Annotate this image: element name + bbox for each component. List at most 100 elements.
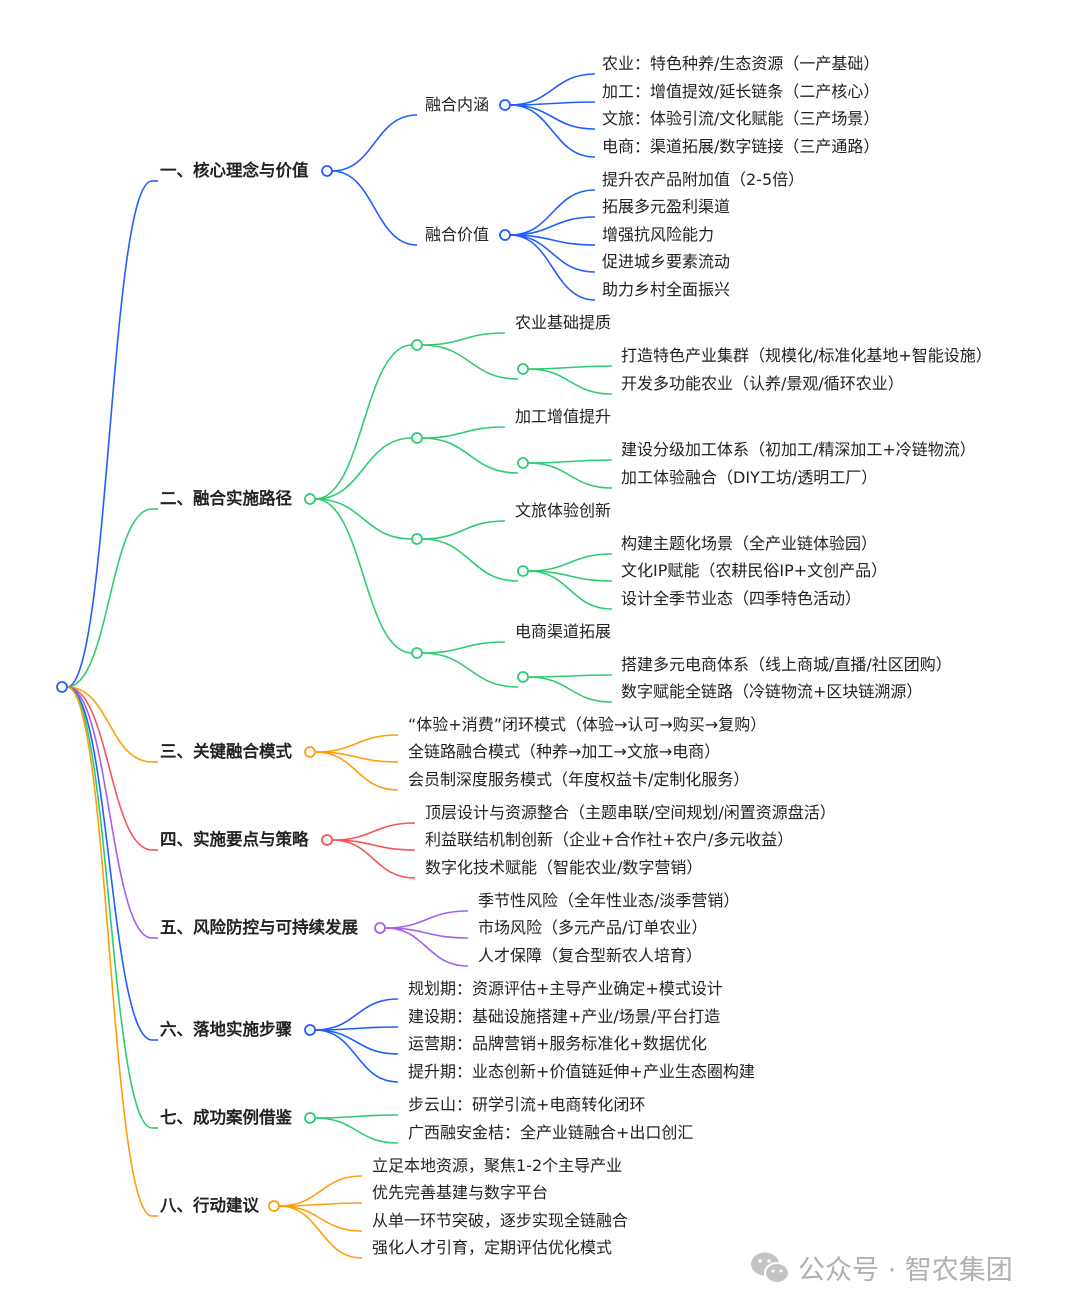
leaf-item: 数字赋能全链路（冷链物流+区块链溯源） <box>621 682 923 701</box>
branch-line <box>66 686 153 1129</box>
connector-line <box>314 1114 399 1119</box>
connector-line <box>314 998 399 1031</box>
connector-line <box>314 437 413 500</box>
subgroup-node[interactable] <box>517 457 529 469</box>
connector-line <box>421 426 506 439</box>
leaf-item: 人才保障（复合型新农人培育） <box>478 946 703 965</box>
leaf-item: 电商：渠道拓展/数字链接（三产通路） <box>602 137 880 156</box>
connector-line <box>314 1117 399 1144</box>
branch-line <box>66 686 153 851</box>
branch-line <box>66 686 153 763</box>
connector-line <box>527 553 613 572</box>
group-label: 融合内涵 <box>425 95 490 114</box>
section-title-8: 八、行动建议 <box>160 1196 259 1215</box>
connector-line <box>314 498 413 540</box>
section-title-7: 七、成功案例借鉴 <box>160 1108 292 1127</box>
leaf-item: 运营期：品牌营销+服务标准化+数据优化 <box>408 1034 707 1053</box>
section-node-6[interactable] <box>304 1024 316 1036</box>
leaf-item: 构建主题化场景（全产业链体验园） <box>621 534 878 553</box>
leaf-item: 助力乡村全面振兴 <box>602 280 731 299</box>
subgroup-node[interactable] <box>517 363 529 375</box>
leaf-item: 建设分级加工体系（初加工/精深加工+冷链物流） <box>621 440 976 459</box>
group-node[interactable] <box>499 99 511 111</box>
leaf-item: 会员制深度服务模式（年度权益卡/定制化服务） <box>408 770 750 789</box>
leaf-item: 全链路融合模式（种养→加工→文旅→电商） <box>408 742 721 761</box>
leaf-item: 促进城乡要素流动 <box>602 252 731 271</box>
connector-line <box>278 1175 363 1207</box>
leaf-item: 数字化技术赋能（智能农业/数字营销） <box>425 858 703 877</box>
leaf-item: 步云山：研学引流+电商转化闭环 <box>408 1095 646 1114</box>
connector-line <box>331 839 416 879</box>
connector-line <box>509 216 596 236</box>
branch-line <box>66 686 153 1217</box>
section-title-6: 六、落地实施步骤 <box>160 1020 292 1039</box>
leaf-item: 顶层设计与资源整合（主题串联/空间规划/闲置资源盘活） <box>425 803 836 822</box>
leaf-item: 市场风险（多元产品/订单农业） <box>478 918 708 937</box>
watermark-text: 公众号 · 智农集团 <box>798 1255 1013 1286</box>
leaf-item: 立足本地资源，聚焦1-2个主导产业 <box>372 1156 623 1175</box>
section-node-5[interactable] <box>374 922 386 934</box>
connector-line <box>421 332 506 346</box>
group-node[interactable] <box>499 229 511 241</box>
branch-line <box>66 686 153 1041</box>
leaf-item: 规划期：资源评估+主导产业确定+模式设计 <box>408 979 723 998</box>
leaf-item: 农业：特色种养/生态资源（一产基础） <box>602 54 880 73</box>
connector-line <box>278 1205 363 1232</box>
connector-line <box>527 459 613 464</box>
wechat-icon <box>751 1252 790 1284</box>
section-node-1[interactable] <box>321 165 333 177</box>
section-title-3: 三、关键融合模式 <box>160 742 292 761</box>
subgroup-node[interactable] <box>517 565 529 577</box>
connector-line <box>527 368 613 395</box>
connector-line <box>527 674 613 678</box>
group-node[interactable] <box>411 533 423 545</box>
connector-line <box>384 910 469 929</box>
connector-line <box>314 734 399 753</box>
connector-line <box>509 234 596 301</box>
connector-line <box>384 927 469 967</box>
leaf-item: 加工体验融合（DIY工坊/透明工厂） <box>621 468 878 487</box>
watermark: 公众号 · 智农集团 <box>750 1248 1013 1287</box>
leaf-item: 利益联结机制创新（企业+合作社+农户/多元收益） <box>425 830 794 849</box>
connector-line <box>527 570 613 610</box>
section-node-4[interactable] <box>321 834 333 846</box>
root-node[interactable] <box>56 681 68 693</box>
group-node[interactable] <box>411 647 423 659</box>
connector-line <box>421 652 519 688</box>
leaf-item: 提升期：业态创新+价值链延伸+产业生态圈构建 <box>408 1062 755 1081</box>
connector-line <box>331 170 418 246</box>
connector-line <box>527 676 613 703</box>
connector-line <box>527 462 613 489</box>
connector-line <box>527 365 613 370</box>
branch-line <box>66 686 153 939</box>
section-node-8[interactable] <box>268 1200 280 1212</box>
connector-line <box>421 344 519 380</box>
section-node-7[interactable] <box>304 1112 316 1124</box>
connector-line <box>421 641 506 654</box>
leaf-item: “体验+消费”闭环模式（体验→认可→购买→复购） <box>408 715 767 734</box>
connector-line <box>509 104 596 158</box>
leaf-item: 广西融安金桔：全产业链融合+出口创汇 <box>408 1123 694 1142</box>
section-title-1: 一、核心理念与价值 <box>160 161 309 180</box>
connector-line <box>421 520 506 540</box>
leaf-item: 加工：增值提效/延长链条（二产核心） <box>602 82 880 101</box>
leaf-item: 拓展多元盈利渠道 <box>602 197 731 216</box>
connector-line <box>331 114 418 172</box>
connector-line <box>314 344 413 500</box>
subgroup-node[interactable] <box>517 671 529 683</box>
group-node[interactable] <box>411 339 423 351</box>
group-label: 电商渠道拓展 <box>515 622 612 641</box>
section-node-3[interactable] <box>304 746 316 758</box>
leaf-item: 强化人才引育，定期评估优化模式 <box>372 1238 613 1257</box>
leaf-item: 搭建多元电商体系（线上商城/直播/社区团购） <box>621 655 952 674</box>
connector-line <box>509 104 596 130</box>
leaf-item: 设计全季节业态（四季特色活动） <box>621 589 862 608</box>
connector-line <box>331 822 416 841</box>
leaf-item: 提升农产品附加值（2-5倍） <box>602 170 805 189</box>
group-label: 文旅体验创新 <box>515 501 612 520</box>
group-label: 融合价值 <box>425 225 490 244</box>
leaf-item: 优先完善基建与数字平台 <box>372 1183 549 1202</box>
section-node-2[interactable] <box>304 493 316 505</box>
group-node[interactable] <box>411 432 423 444</box>
